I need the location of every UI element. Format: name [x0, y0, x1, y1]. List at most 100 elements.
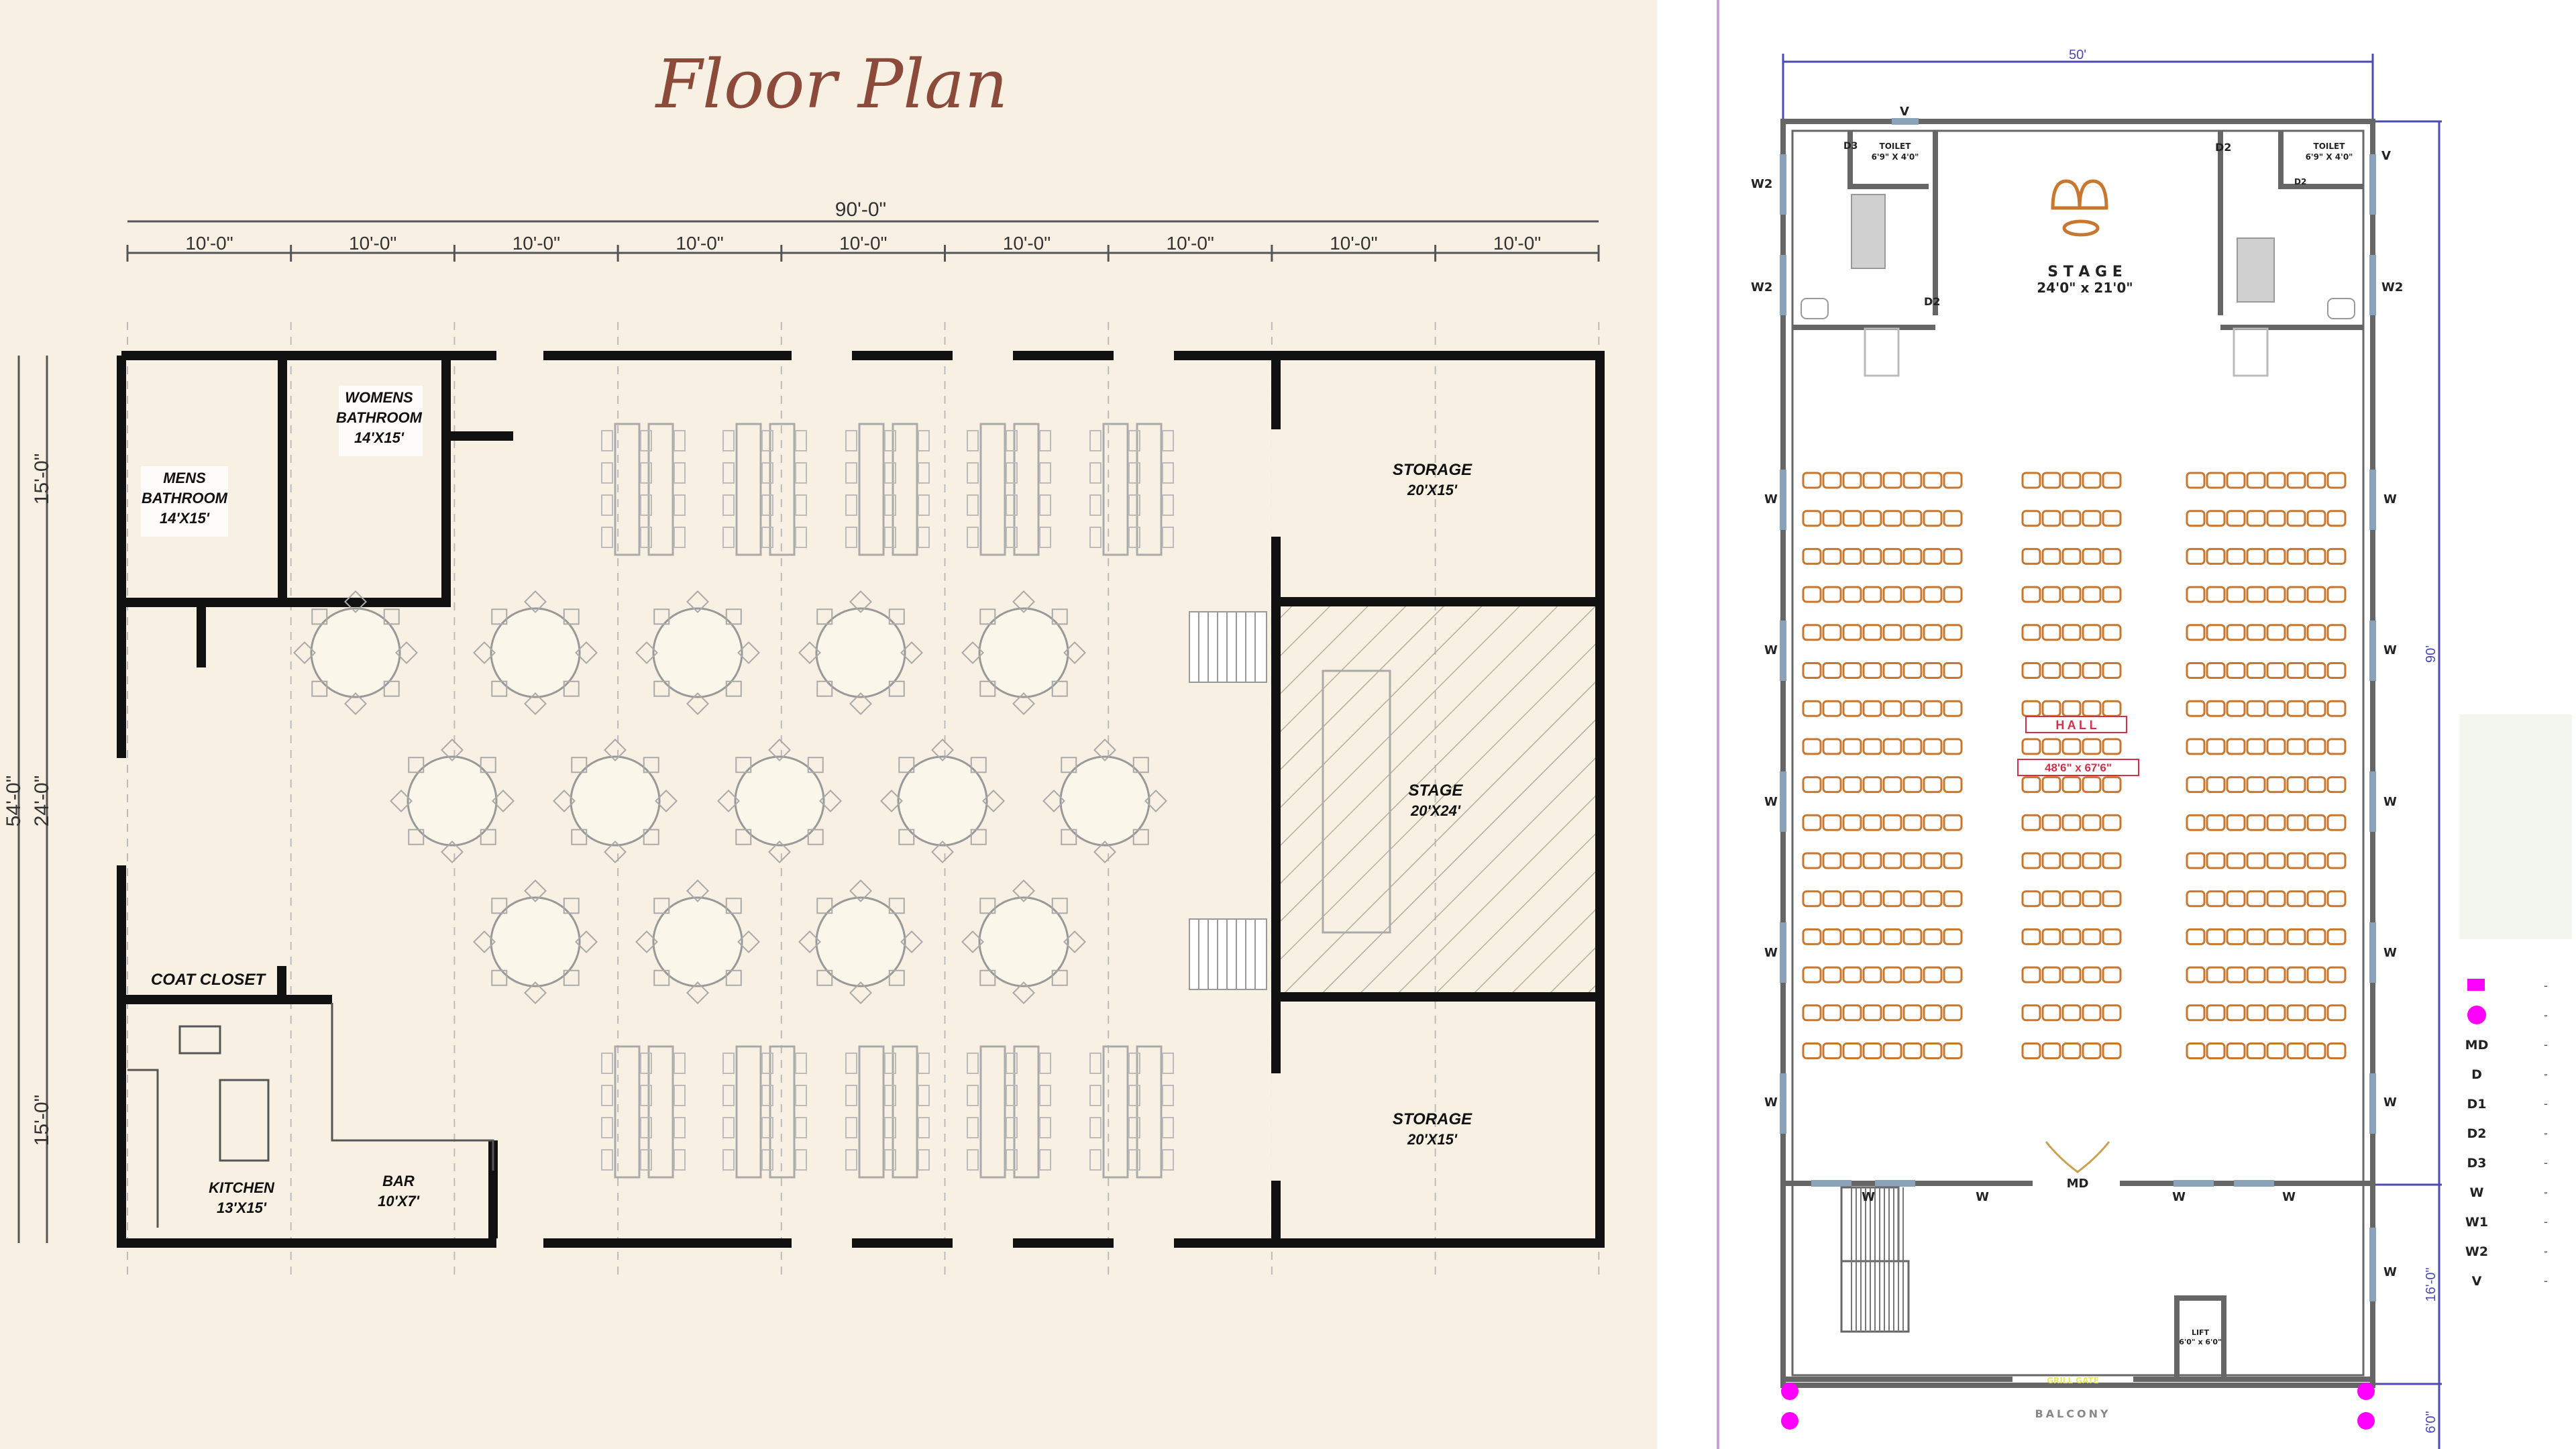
hall-chair: [2021, 472, 2041, 489]
hall-chair: [2186, 890, 2206, 908]
hall-chair: [1842, 586, 1862, 603]
hall-chair: [1882, 624, 1902, 641]
hall-chair: [2041, 547, 2061, 565]
hall-chair: [1862, 890, 1882, 908]
hall-chair: [2286, 1042, 2306, 1059]
hall-chair: [2286, 928, 2306, 945]
hall-chair: [2286, 966, 2306, 983]
hall-chair: [2206, 547, 2226, 565]
legend-key-w1: W1: [2465, 1215, 2488, 1230]
hall-chair: [2286, 624, 2306, 641]
hall-chair: [2226, 700, 2246, 717]
hall-chair: [2226, 814, 2246, 831]
hall-chair: [2326, 472, 2347, 489]
hall-chair: [1923, 1004, 1943, 1022]
grill-gate-label: GRILL GATE: [2047, 1376, 2099, 1385]
hall-chair: [1902, 1004, 1923, 1022]
hall-chair: [1862, 966, 1882, 983]
hall-chair: [1822, 1004, 1842, 1022]
hall-chair: [2206, 966, 2226, 983]
hall-chair: [1802, 814, 1822, 831]
hall-chair: [2266, 547, 2286, 565]
hall-chair: [1842, 472, 1862, 489]
hall-chair: [2186, 586, 2206, 603]
hall-chair: [2082, 852, 2102, 869]
hall-chair: [2226, 890, 2246, 908]
toilet-right-label: TOILET: [2314, 142, 2346, 151]
hall-chair: [2326, 890, 2347, 908]
hall-chair: [2186, 510, 2206, 527]
hall-chair: [2102, 547, 2122, 565]
hall-chair: [1802, 966, 1822, 983]
hall-chair: [2326, 547, 2347, 565]
hall-chair: [1842, 814, 1862, 831]
stage-platform: [1322, 669, 1391, 934]
hall-chair: [2102, 472, 2122, 489]
hall-chair: [2041, 586, 2061, 603]
hall-chair: [1862, 624, 1882, 641]
hall-chair: [2082, 1042, 2102, 1059]
legend-dash: -: [2544, 1097, 2548, 1110]
hall-chair: [1882, 510, 1902, 527]
hall-chair: [2186, 814, 2206, 831]
legend-dash: -: [2544, 979, 2548, 992]
hall-chair: [2082, 966, 2102, 983]
hall-chair: [2021, 662, 2041, 679]
hall-chair: [2021, 890, 2041, 908]
hall-chair: [2326, 662, 2347, 679]
legend: --MD-D-D1-D2-D3-W-W1-W2-V-: [2465, 979, 2548, 1289]
hall-chair: [1882, 852, 1902, 869]
hall-chair: [2246, 1042, 2266, 1059]
hall-chair: [2082, 662, 2102, 679]
hall-chair: [2206, 814, 2226, 831]
round-table: [961, 590, 1086, 715]
hall-chair: [2286, 814, 2306, 831]
hall-chair: [1862, 547, 1882, 565]
hall-chair: [2186, 776, 2206, 794]
hall-chair: [1822, 700, 1842, 717]
banquet-table: [1089, 423, 1174, 556]
storage-bottom-label: STORAGE: [1393, 1110, 1472, 1128]
hall-chair: [2266, 928, 2286, 945]
hall-chair: [2021, 776, 2041, 794]
banquet-table: [967, 423, 1051, 556]
hall-chair: [2306, 472, 2326, 489]
hall-chair: [1802, 1042, 1822, 1059]
hall-chair: [1822, 586, 1842, 603]
right-labels: S T A G E 24'0" x 21'0" TOILET 6'9" X 4'…: [1751, 105, 2403, 1420]
hall-chair: [2061, 966, 2082, 983]
hall-chair: [1902, 1042, 1923, 1059]
hall-chair: [2246, 662, 2266, 679]
banquet-table: [967, 1045, 1051, 1179]
hall-chair: [2226, 928, 2246, 945]
hall-chair: [1882, 586, 1902, 603]
toilet-right-size: 6'9" X 4'0": [2306, 152, 2353, 162]
hall-chair: [1923, 966, 1943, 983]
balcony-dim: 6'0": [2424, 1411, 2438, 1433]
hall-chair: [1802, 890, 1822, 908]
hall-chair: [1923, 890, 1943, 908]
hall-chair: [2082, 928, 2102, 945]
hall-chair: [1842, 890, 1862, 908]
green-room-furniture: [1801, 194, 2355, 319]
segment-dim-label: 10'-0": [349, 233, 396, 254]
main-door-icon[interactable]: [2045, 1141, 2110, 1173]
hall-chair: [2041, 1004, 2061, 1022]
hall-chair: [1882, 928, 1902, 945]
hall-chair: [2286, 852, 2306, 869]
hall-chair: [1943, 738, 1963, 755]
hall-chair: [1802, 700, 1822, 717]
hall-chair: [2206, 662, 2226, 679]
banquet-table: [601, 423, 686, 556]
hall-chair: [2082, 700, 2102, 717]
hall-chair: [1943, 776, 1963, 794]
hall-chair: [2061, 472, 2082, 489]
hall-chair: [2041, 814, 2061, 831]
kitchen-counters: [127, 1003, 494, 1228]
hall-chair: [2226, 624, 2246, 641]
storage-top-size: 20'X15': [1407, 482, 1458, 498]
hall-chair: [2246, 624, 2266, 641]
hall-chair: [2206, 624, 2226, 641]
coat-closet-label: COAT CLOSET: [151, 971, 267, 989]
round-table: [390, 739, 515, 863]
